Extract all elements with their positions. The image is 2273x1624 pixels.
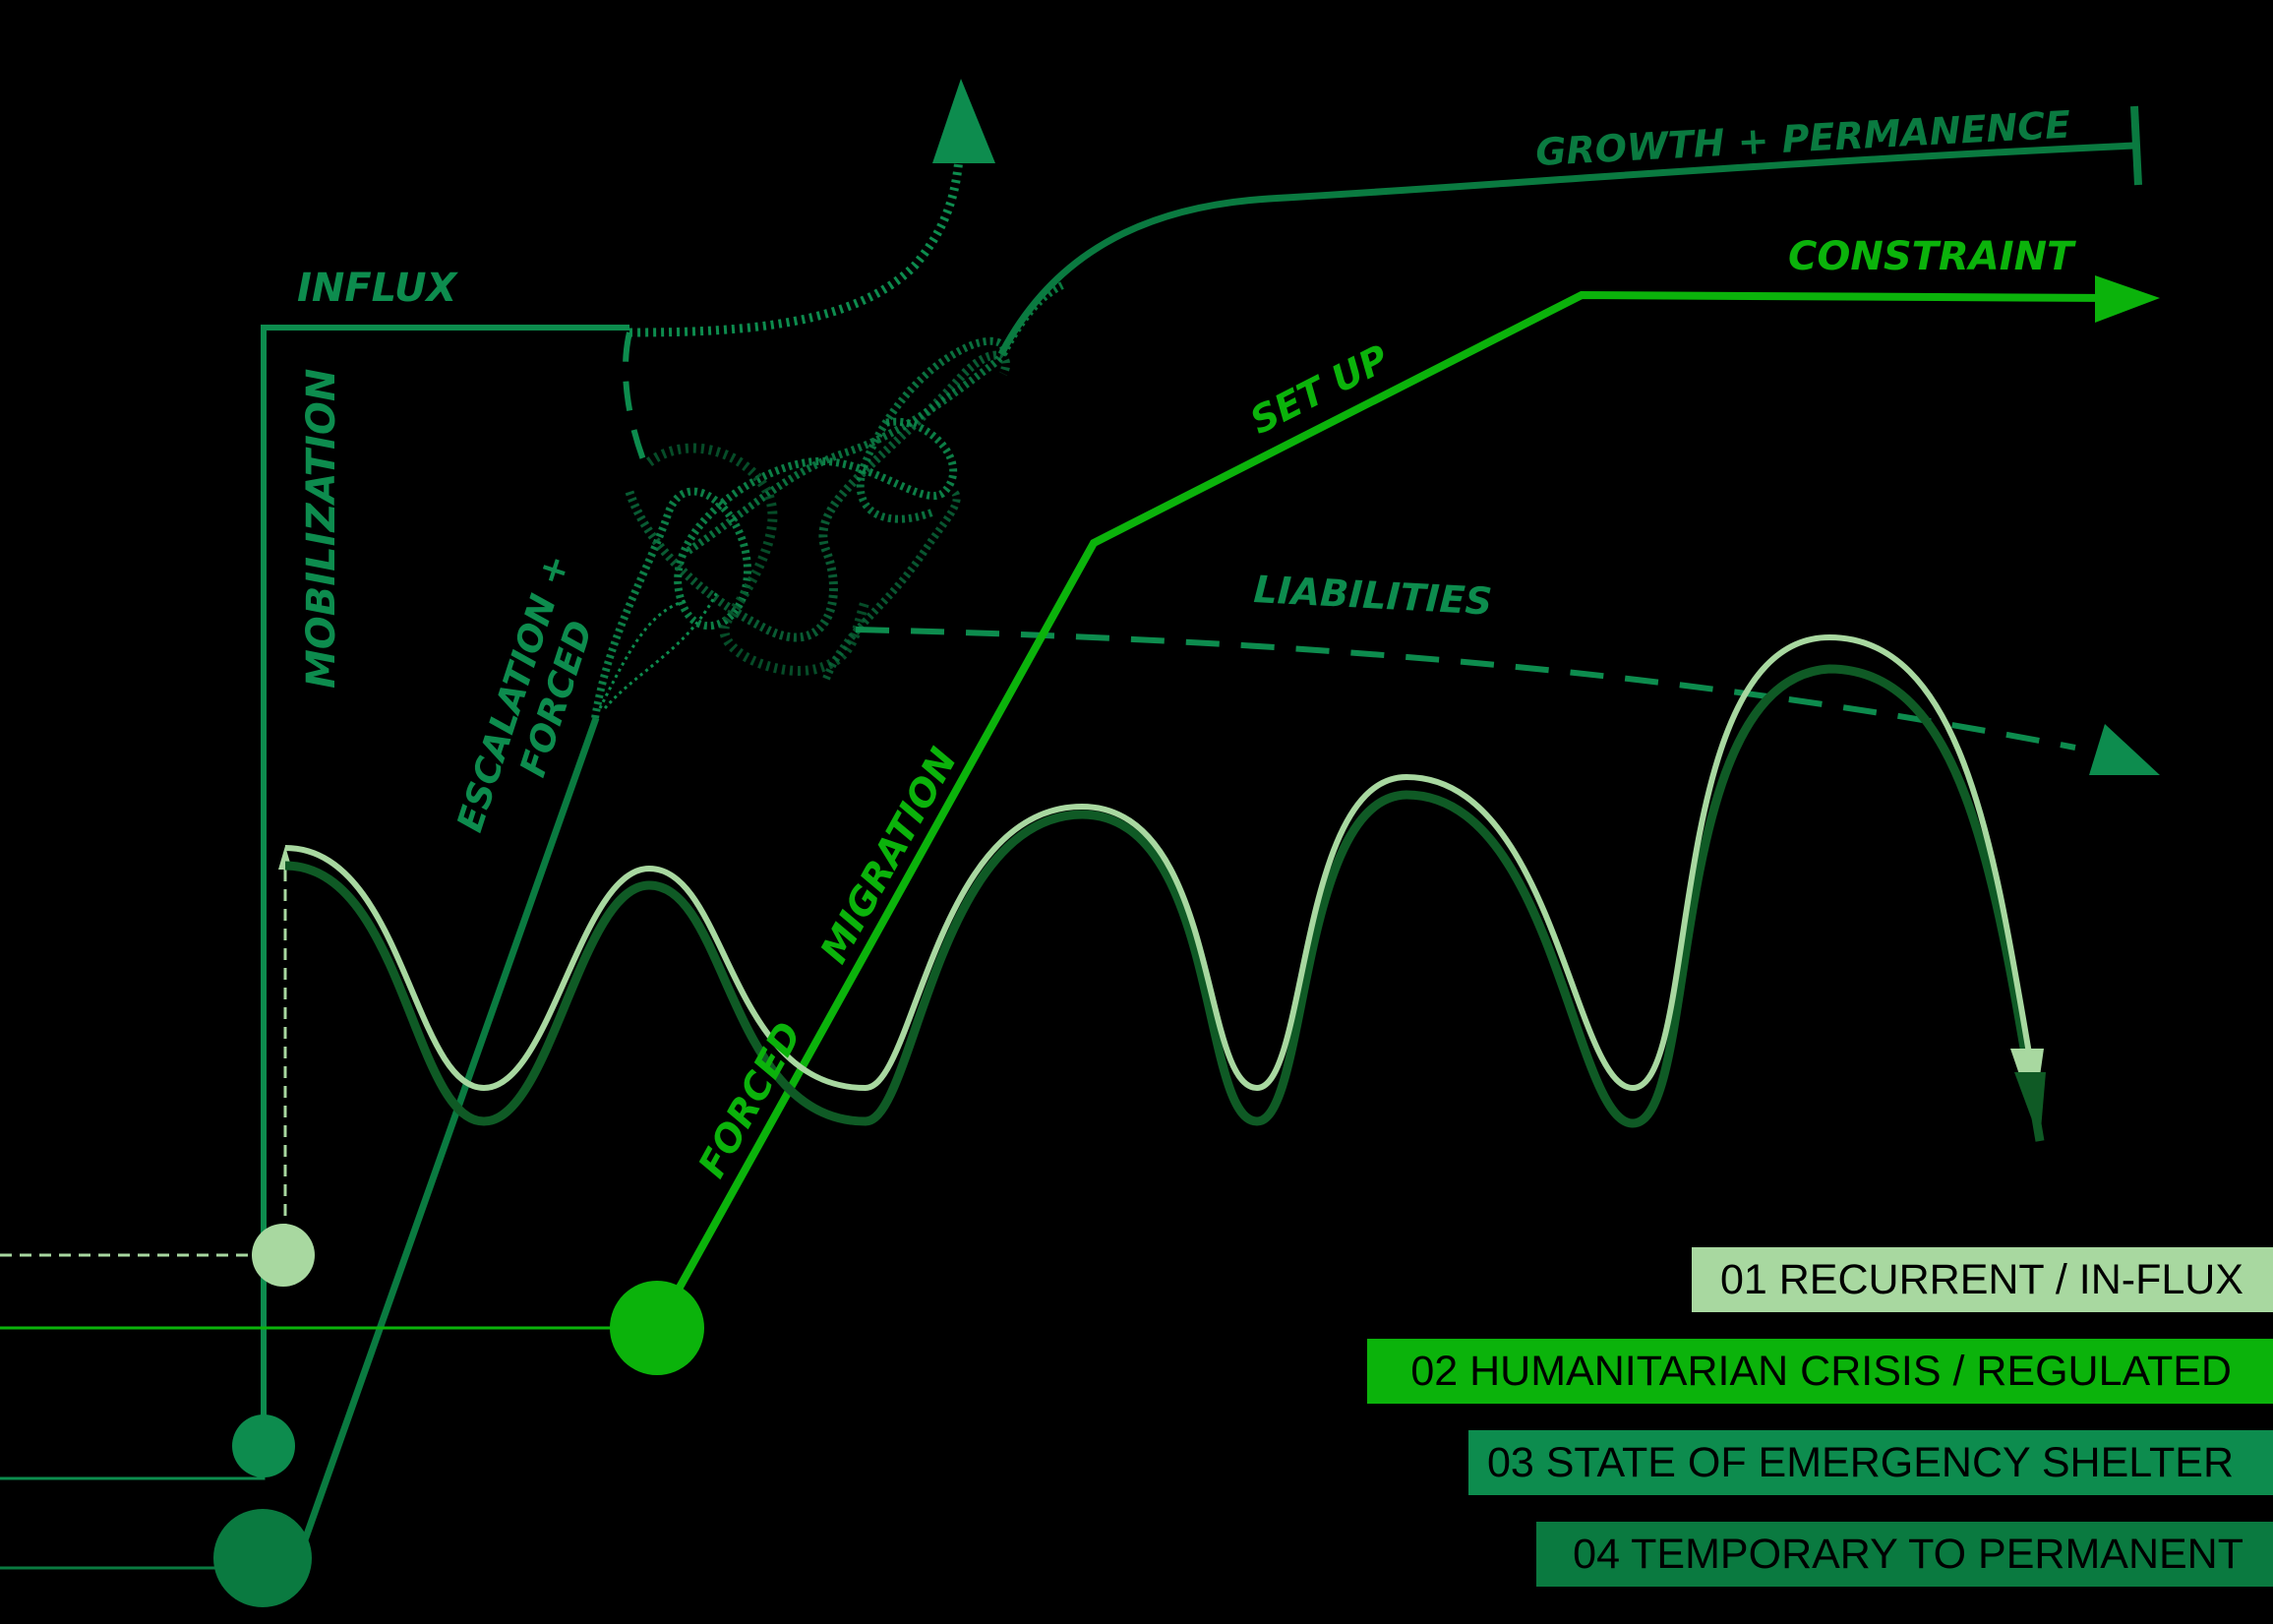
legend-item-humanitarian: 02 HUMANITARIAN CRISIS / REGULATED	[1367, 1339, 2273, 1404]
label-constraint: CONSTRAINT	[1788, 234, 2076, 279]
legend-label-recurrent: 01 RECURRENT / IN-FLUX	[1720, 1256, 2243, 1303]
label-mobilization: MOBILIZATION	[299, 369, 344, 689]
legend-label-emergency: 03 STATE OF EMERGENCY SHELTER	[1487, 1439, 2234, 1486]
legend-item-permanent: 04 TEMPORARY TO PERMANENT	[1536, 1522, 2273, 1587]
emergency-dot	[232, 1414, 295, 1477]
tangle-scribble	[591, 281, 1064, 719]
legend-item-emergency: 03 STATE OF EMERGENCY SHELTER	[1468, 1430, 2273, 1495]
permanent-dot	[213, 1509, 312, 1607]
recurrent-wave	[0, 633, 2046, 1257]
humanitarian-path	[0, 275, 2160, 1330]
legend-label-permanent: 04 TEMPORARY TO PERMANENT	[1573, 1531, 2243, 1578]
legend-label-humanitarian: 02 HUMANITARIAN CRISIS / REGULATED	[1410, 1348, 2232, 1395]
legend-item-recurrent: 01 RECURRENT / IN-FLUX	[1692, 1247, 2273, 1312]
label-influx: INFLUX	[297, 266, 458, 311]
recurrent-dot	[252, 1224, 315, 1287]
label-liabilities: LIABILITIES	[1253, 568, 1494, 624]
legend: 01 RECURRENT / IN-FLUX 02 HUMANITARIAN C…	[1367, 1247, 2273, 1587]
liabilities-line	[855, 627, 2160, 775]
humanitarian-dot	[610, 1281, 704, 1375]
